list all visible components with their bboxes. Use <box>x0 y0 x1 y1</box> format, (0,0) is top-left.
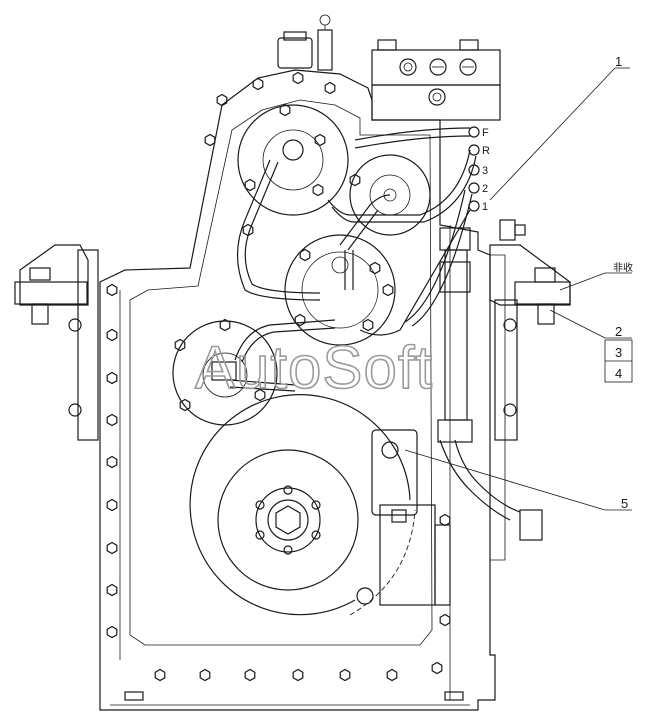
bolt-head <box>179 398 191 412</box>
middle-gear-cover <box>284 234 396 346</box>
bolt-head <box>244 178 256 192</box>
bolt-head <box>382 283 394 297</box>
bolt-head <box>254 388 266 402</box>
bolt-head <box>106 283 118 297</box>
bolt-head <box>106 583 118 597</box>
bolt-head <box>386 668 398 682</box>
right-mount <box>489 244 571 441</box>
valve-ports <box>468 126 480 212</box>
bolt-head <box>244 668 256 682</box>
upper-gear-cover <box>237 104 431 236</box>
housing-bolts <box>106 71 451 682</box>
bolt-head <box>292 71 304 85</box>
bolt-head <box>362 318 374 332</box>
port-label-f: F <box>482 127 489 139</box>
pump-assembly <box>371 429 451 606</box>
bolt-head <box>106 625 118 639</box>
bolt-head <box>106 498 118 512</box>
bolt-head <box>439 513 451 527</box>
port-label-2: 2 <box>482 183 488 195</box>
bolt-head <box>199 668 211 682</box>
left-mount <box>14 244 99 441</box>
bolt-head <box>216 93 228 107</box>
callout-4: 4 <box>615 366 622 381</box>
hydraulic-pipes <box>229 127 521 521</box>
bolt-head <box>106 328 118 342</box>
callout-1: 1 <box>615 54 622 69</box>
bolt-head <box>339 668 351 682</box>
callout-3: 3 <box>615 345 622 360</box>
bolt-head <box>369 261 381 275</box>
callout-2: 2 <box>615 324 622 339</box>
watermark: AutoSoft <box>195 334 433 401</box>
bolt-head <box>431 661 443 675</box>
bolt-head <box>439 613 451 627</box>
bolt-head <box>204 133 216 147</box>
port-label-1: 1 <box>482 201 488 213</box>
leader-lines <box>404 67 633 511</box>
bolt-head <box>106 541 118 555</box>
port-label-r: R <box>482 145 490 157</box>
bolt-head <box>154 668 166 682</box>
bolt-head <box>314 133 326 147</box>
bolt-head <box>292 668 304 682</box>
bolt-head <box>349 173 361 187</box>
bolt-head <box>106 413 118 427</box>
bolt-head <box>106 455 118 469</box>
bolt-head <box>106 371 118 385</box>
breather-cap <box>277 14 333 71</box>
bolt-head <box>294 313 306 327</box>
bolt-head <box>242 223 254 237</box>
callout-5: 5 <box>621 496 628 511</box>
bolt-head <box>312 183 324 197</box>
bolt-head <box>174 338 186 352</box>
control-valve-block <box>371 39 501 121</box>
bolt-head <box>279 103 291 117</box>
callout-cn: 非收 <box>613 261 633 274</box>
converter-cover <box>189 394 416 616</box>
port-label-3: 3 <box>482 165 488 177</box>
bolt-head <box>299 248 311 262</box>
bolt-head <box>252 77 264 91</box>
bolt-head <box>219 318 231 332</box>
bolt-head <box>324 81 336 95</box>
filter-column <box>437 219 543 541</box>
